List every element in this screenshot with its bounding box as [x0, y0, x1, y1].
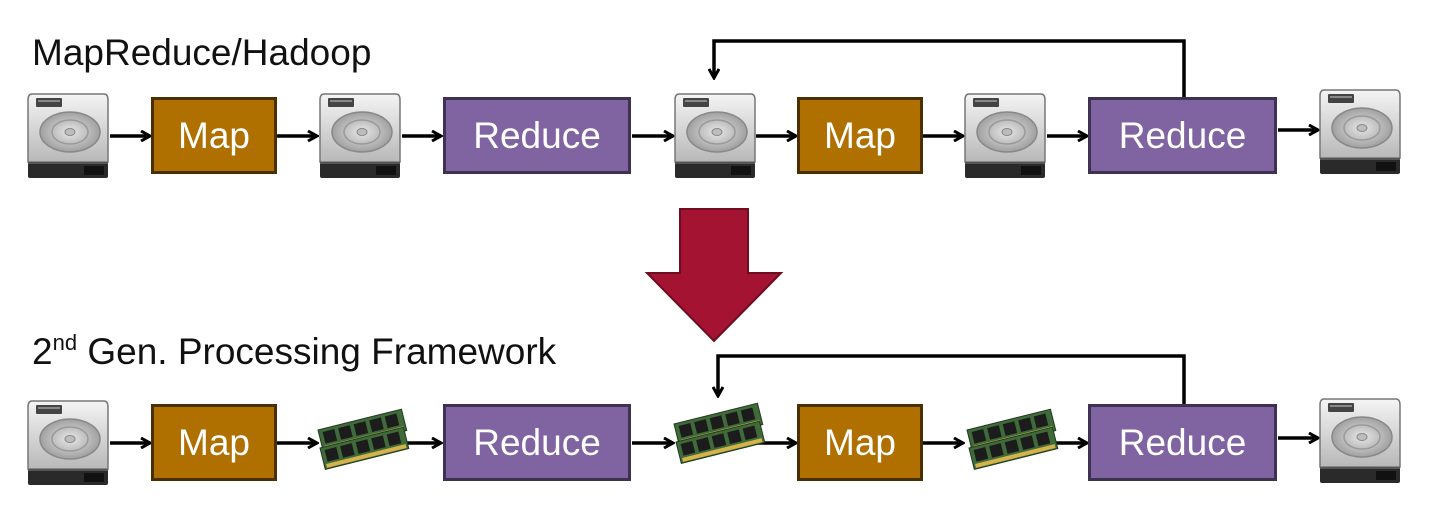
bottom-title-number: 2: [32, 331, 53, 372]
hard-drive-icon: [963, 92, 1047, 180]
hard-drive-icon: [1318, 397, 1402, 485]
bottom-title: 2nd Gen. Processing Framework: [32, 330, 556, 373]
map-stage: Map: [797, 97, 923, 174]
reduce-stage: Reduce: [1088, 404, 1277, 481]
hard-drive-icon: [1318, 88, 1402, 176]
bottom-title-superscript: nd: [52, 330, 78, 355]
ram-module-icon: [963, 404, 1059, 472]
hard-drive-icon: [26, 92, 110, 180]
hard-drive-icon: [673, 92, 757, 180]
map-stage: Map: [151, 404, 277, 481]
map-stage: Map: [797, 404, 923, 481]
ram-module-icon: [314, 404, 410, 472]
ram-module-icon: [670, 398, 766, 466]
top-title: MapReduce/Hadoop: [32, 32, 372, 73]
reduce-stage: Reduce: [1088, 97, 1277, 174]
map-stage: Map: [151, 97, 277, 174]
hard-drive-icon: [318, 92, 402, 180]
bottom-title-text: Gen. Processing Framework: [77, 331, 557, 372]
reduce-stage: Reduce: [443, 97, 631, 174]
feedback-loop-arrow: [718, 354, 1186, 404]
reduce-stage: Reduce: [443, 404, 631, 481]
feedback-loop-arrow: [714, 39, 1186, 97]
down-arrow-icon: [644, 208, 784, 343]
hard-drive-icon: [26, 399, 110, 487]
